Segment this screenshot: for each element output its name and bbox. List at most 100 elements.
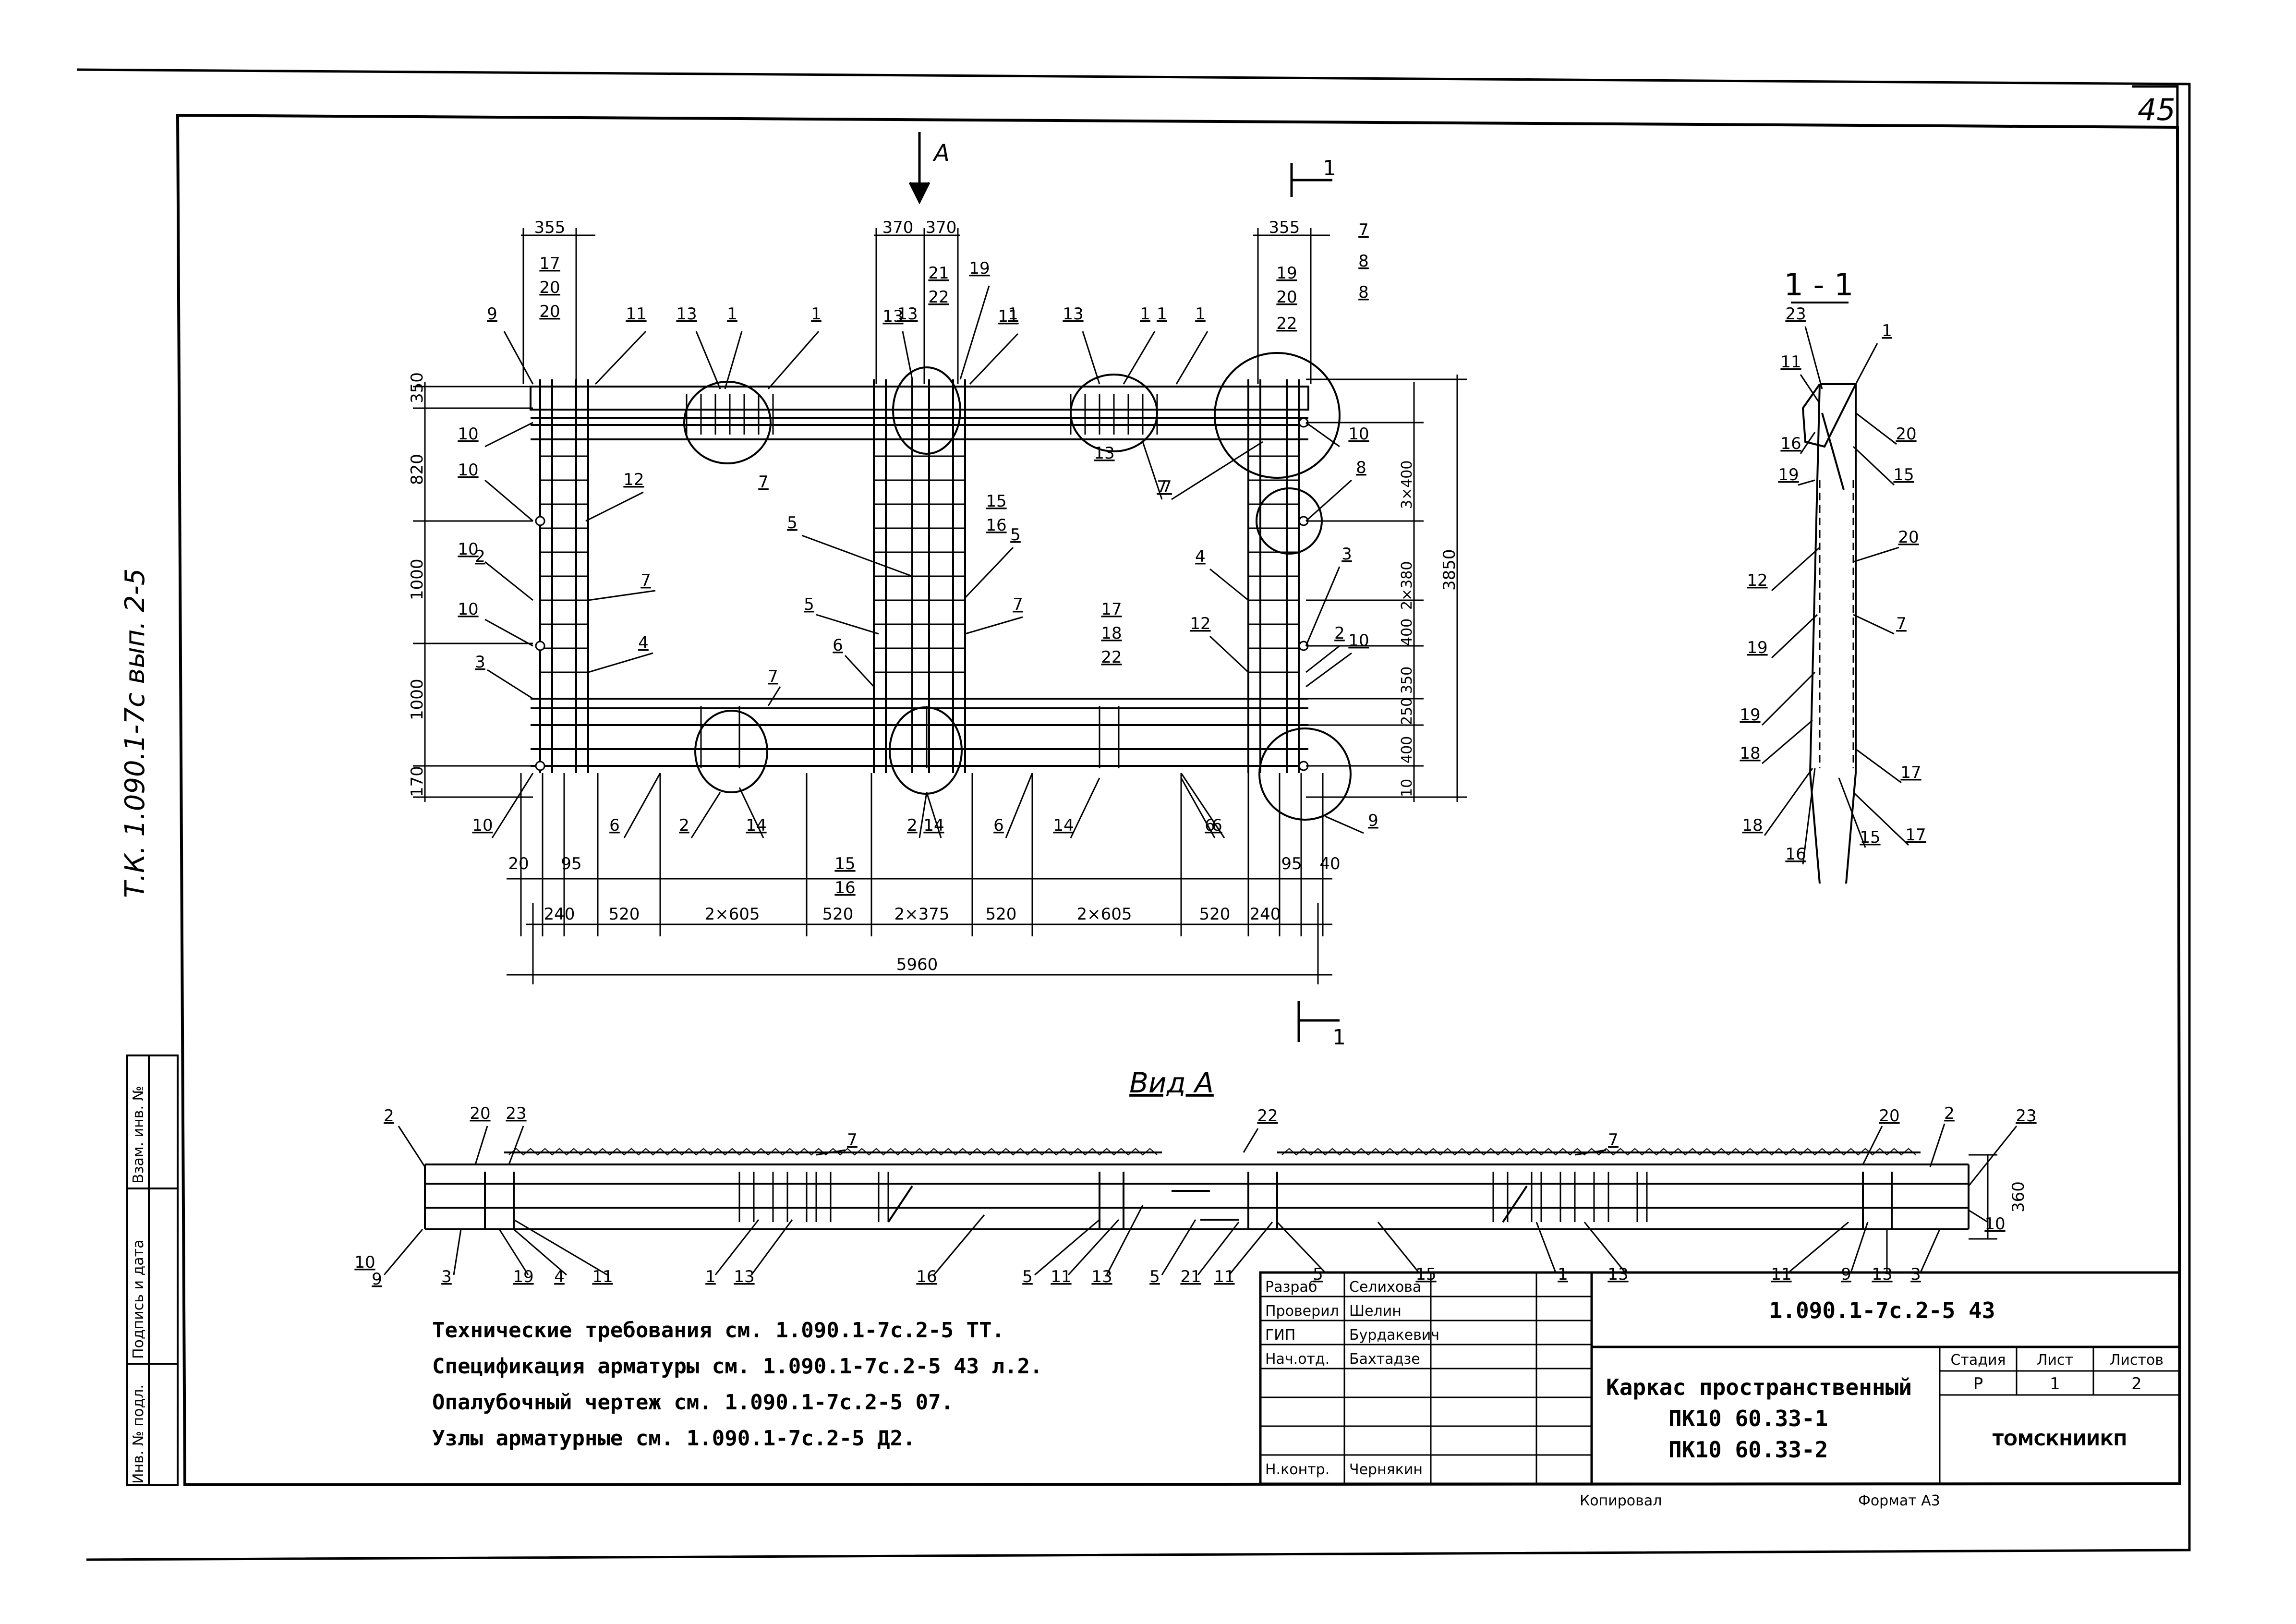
leader-line [484,479,533,522]
leader-line [724,331,743,389]
right-dimension-value: 2×380 [1399,561,1415,610]
position-label: 20 [1276,288,1297,307]
position-callout: 11 [1780,352,1801,372]
position-label: 17 [539,254,560,273]
position-label: 18 [1101,624,1122,643]
leader-line [1574,1149,1607,1156]
position-callout: 16 [1785,845,1806,864]
position-callout: 2 [907,816,918,835]
title-block-role: Проверил [1265,1303,1339,1320]
leader-line [1082,331,1100,385]
position-callout: 1 [727,304,737,324]
title-block-role: Н.контр. [1265,1461,1329,1478]
position-callout: 10 [1984,1214,2005,1234]
organization: ТОМСКНИИКП [1993,1430,2127,1450]
leader-line [1802,768,1816,865]
leader-line [1762,719,1813,764]
position-callout: 1 [705,1267,716,1286]
leader-line [816,1149,846,1156]
left-dimension-value: 1000 [408,558,427,600]
position-callout: 10 [472,816,493,835]
position-callout: 10 [1348,424,1369,444]
position-callout: 10 [354,1253,375,1272]
view-a-title: Вид А [1129,1067,1214,1099]
position-callout: 12 [1190,614,1210,633]
position-callout: 20 [1898,528,1919,547]
section-cut-label-top: 1 [1323,156,1336,181]
leader-line [1305,479,1353,522]
position-callout: 12 [623,470,644,489]
bottom-dimension-value: 520 [986,905,1017,924]
leader-line [588,652,653,673]
leader-line [1142,441,1163,500]
position-callout: 12 [1747,571,1767,590]
side-note: Т.К. 1.090.1-7с вып. 2-5 [120,569,151,898]
position-callout: 10 [458,600,478,619]
right-dimension-value: 400 [1399,618,1415,646]
total-height-dimension: 3850 [1440,549,1459,591]
leader-line [1853,546,1899,563]
position-label: 19 [1276,264,1297,283]
title-line-2: ПК10 60.33-1 [1668,1406,1828,1431]
position-callout: 1 [1882,321,1892,340]
position-callout: 15 [1860,828,1880,847]
leader-line [1800,374,1821,404]
note-2: Спецификация арматуры см. 1.090.1-7с.2-5… [432,1354,1043,1379]
position-callout: 20 [470,1104,490,1123]
position-callout: 15 [1893,465,1914,485]
sheets-header: Листов [2110,1352,2163,1369]
leader-line [487,669,533,700]
position-callout: 11 [1051,1267,1071,1286]
position-callout: 10 [458,424,478,444]
leader-line [1171,441,1263,500]
position-callout: 19 [1740,705,1760,725]
view-height-dimension: 360 [2009,1181,2028,1212]
leader-line [398,1126,426,1167]
leader-line [1798,479,1815,486]
position-callout: 19 [969,259,990,278]
note-4: Узлы арматурные см. 1.090.1-7с.2-5 Д2. [432,1426,916,1451]
leader-line [767,331,820,389]
elevation-view: А 1 1 20952405202×6055202×3755202×605520… [408,132,1467,1050]
document-code: 1.090.1-7с.2-5 43 [1769,1297,1995,1323]
leader-line [1852,446,1895,486]
position-label: 16 [834,878,855,897]
leader-line [1855,412,1897,445]
position-callout: 23 [1785,304,1806,324]
position-label: 15 [986,492,1006,511]
leader-line [1325,815,1364,834]
leader-line [738,787,764,838]
position-label: 16 [986,516,1006,535]
copied-by-label: Копировал [1580,1492,1662,1509]
position-callout: 13 [1607,1265,1628,1284]
leader-line [1804,326,1823,389]
position-label: 20 [539,278,560,297]
position-callout: 10 [458,540,478,559]
leader-line [1377,1222,1420,1273]
leader-line [690,792,721,838]
left-dimension-value: 350 [408,372,427,403]
position-callout: 5 [1313,1265,1323,1284]
section-cut-marks [1290,163,1340,1042]
position-callout: 4 [554,1267,565,1286]
title-line-3: ПК10 60.33-2 [1668,1437,1828,1463]
position-callout: 5 [1022,1267,1033,1286]
position-callout: 2 [1944,1104,1955,1123]
position-callout: 13 [1063,304,1083,324]
position-callout: 11 [998,307,1018,326]
position-label: 22 [928,288,949,307]
position-callout: 23 [2016,1106,2036,1126]
leader-line [1771,614,1818,659]
leader-line [508,1126,524,1165]
leader-line [1583,1222,1626,1273]
leader-line [1764,768,1813,836]
bottom-dimension-value: 2×605 [704,905,760,924]
position-label: 20 [539,302,560,321]
position-callout: 10 [458,461,478,480]
